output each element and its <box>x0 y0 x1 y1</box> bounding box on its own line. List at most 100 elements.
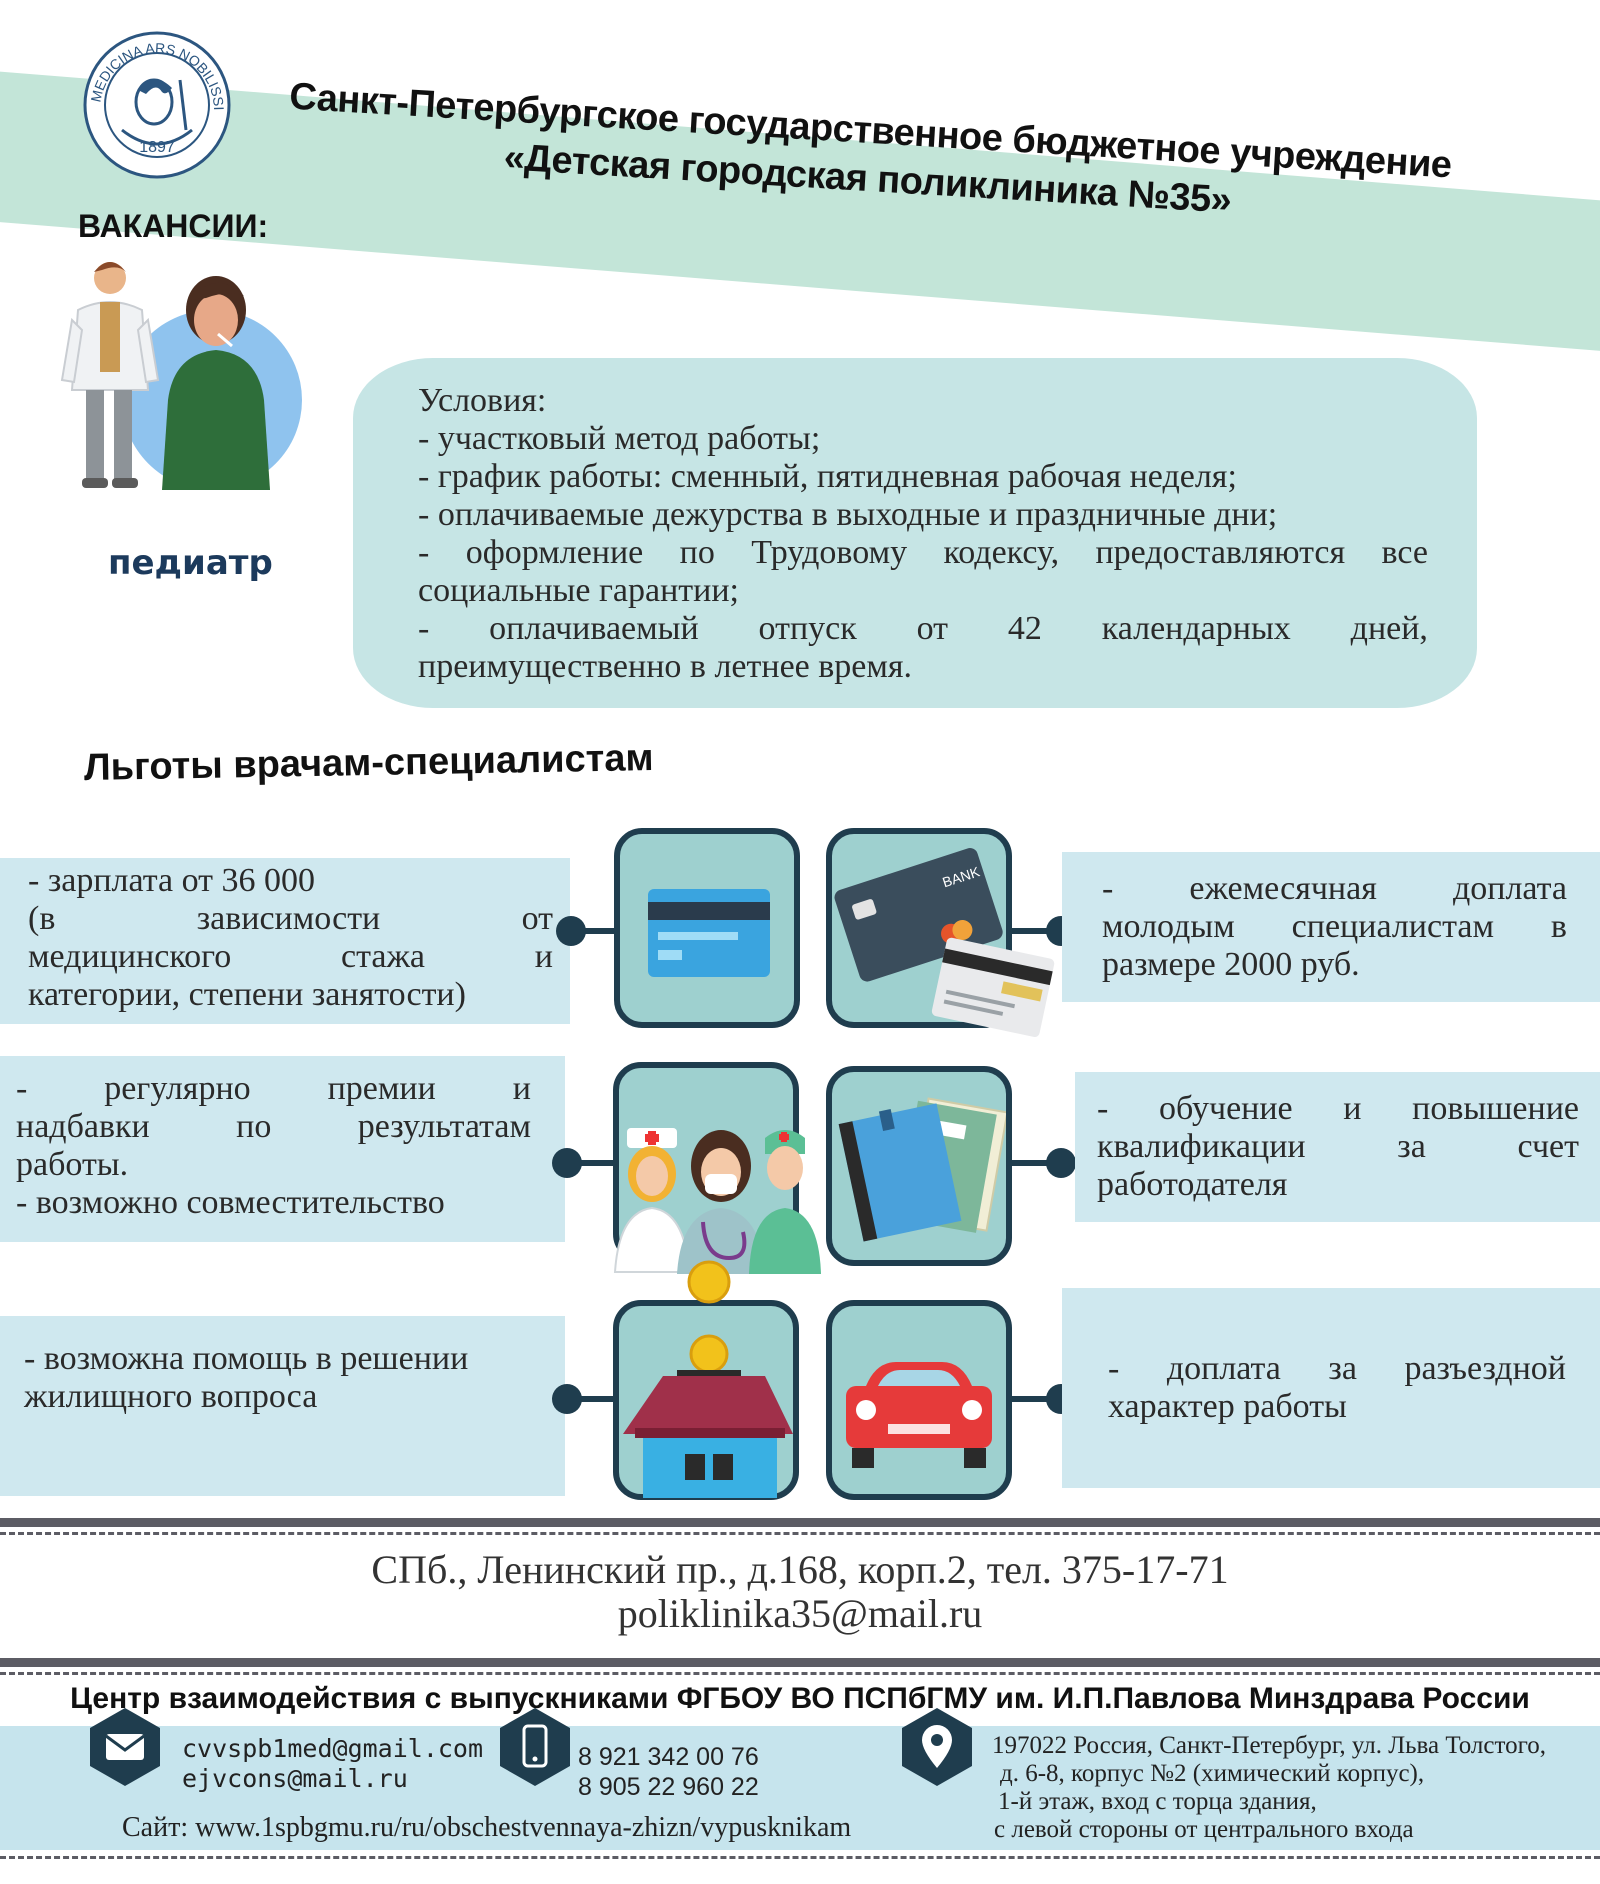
university-logo: MEDICINA ARS NOBILISSIMA 1897 <box>76 17 232 180</box>
condition-line: - оплачиваемые дежурства в выходные и пр… <box>418 496 1278 533</box>
word: премии <box>327 1070 436 1107</box>
word: и <box>1343 1090 1362 1127</box>
word: и <box>534 938 553 975</box>
benefit-line: жилищного вопроса <box>24 1378 318 1415</box>
benefit-line: - зарплата от 36 000 <box>28 862 315 899</box>
word: ежемесячная <box>1189 870 1377 907</box>
word: календарных <box>1101 610 1291 647</box>
benefit-travel: - доплата за разъездной характер работы <box>1062 1288 1600 1488</box>
benefit-line: категории, степени занятости) <box>28 976 466 1013</box>
contacts-band <box>0 1726 1600 1850</box>
word: - <box>1102 870 1114 907</box>
center-address-line: 197022 Россия, Санкт-Петербург, ул. Льва… <box>992 1732 1546 1759</box>
center-email-2[interactable]: ejvcons@mail.ru <box>182 1764 408 1793</box>
connector-dot <box>556 916 586 946</box>
word: по <box>679 534 715 571</box>
word: отпуск <box>758 610 857 647</box>
benefit-training: - обучение и повышение квалификации за счет р… <box>1075 1072 1600 1222</box>
connector-dot <box>552 1384 582 1414</box>
word: медицинского <box>28 938 232 975</box>
word: оформление <box>465 534 644 571</box>
benefit-salary: - зарплата от 36 000 (в зависимости от мед… <box>0 858 570 1024</box>
word: зависимости <box>196 900 381 937</box>
benefit-line: - возможна помощь в решении <box>24 1340 469 1377</box>
condition-line: преимущественно в летнее время. <box>418 648 913 685</box>
connector <box>1012 1396 1056 1402</box>
condition-line-justified: - оплачиваемый отпуск от 42 календарных … <box>418 610 1428 648</box>
word: Трудовому <box>751 534 908 571</box>
word: кодексу, <box>943 534 1060 571</box>
word: молодым <box>1102 908 1235 945</box>
graduates-center-title: Центр взаимодействия с выпускниками ФГБО… <box>70 1682 1530 1715</box>
vacancy-position: педиатр <box>108 543 273 583</box>
word: за <box>1328 1350 1357 1387</box>
dashed-divider <box>0 1672 1600 1675</box>
word: - <box>16 1070 28 1107</box>
center-phone-2[interactable]: 8 905 22 960 22 <box>578 1773 759 1801</box>
house-tile <box>613 1260 799 1500</box>
word: дней, <box>1350 610 1428 647</box>
phone-icon <box>498 1706 572 1788</box>
word: от <box>916 610 949 647</box>
dashed-divider <box>0 1532 1600 1535</box>
benefit-line: характер работы <box>1108 1388 1347 1425</box>
word: - <box>418 610 430 647</box>
center-website[interactable]: Сайт: www.1spbgmu.ru/ru/obschestvennaya-… <box>122 1812 852 1843</box>
credit-card-tile <box>614 828 800 1028</box>
conditions-text: Условия: - участковый метод работы; - гр… <box>418 382 1428 686</box>
word: доплата <box>1166 1350 1281 1387</box>
location-pin-icon <box>900 1706 974 1788</box>
connector-dot <box>1046 1148 1076 1178</box>
connector <box>1012 1160 1056 1166</box>
word: - <box>1108 1350 1120 1387</box>
center-address-line: 1-й этаж, вход с торца здания, <box>998 1788 1317 1815</box>
connector <box>570 928 614 934</box>
word: результатам <box>357 1108 531 1145</box>
word: (в <box>28 900 56 937</box>
center-phone-1[interactable]: 8 921 342 00 76 <box>578 1743 759 1771</box>
word: счет <box>1517 1128 1579 1165</box>
word: 42 <box>1007 610 1042 647</box>
vacancies-title: ВАКАНСИИ: <box>78 208 269 244</box>
word: - <box>1097 1090 1109 1127</box>
word: повышение <box>1412 1090 1579 1127</box>
word: специалистам <box>1291 908 1494 945</box>
word: - <box>418 534 430 571</box>
conditions-panel <box>353 358 1477 708</box>
connector-dot <box>552 1148 582 1178</box>
conditions-title: Условия: <box>418 382 547 419</box>
benefit-line: размере 2000 руб. <box>1102 946 1360 983</box>
books-tile <box>826 1066 1012 1266</box>
word: обучение <box>1158 1090 1293 1127</box>
doctors-illustration <box>56 250 316 500</box>
medical-staff-tile <box>613 1062 821 1274</box>
divider <box>0 1518 1600 1527</box>
word: регулярно <box>104 1070 251 1107</box>
divider <box>0 1658 1600 1667</box>
word: все <box>1381 534 1428 571</box>
clinic-address-line: СПб., Ленинский пр., д.168, корп.2, тел.… <box>371 1547 1229 1592</box>
word: и <box>512 1070 531 1107</box>
word: надбавки <box>16 1108 150 1145</box>
benefit-line: - возможно совместительство <box>16 1184 445 1221</box>
clinic-address: СПб., Ленинский пр., д.168, корп.2, тел.… <box>0 1548 1600 1636</box>
clinic-email[interactable]: poliklinika35@mail.ru <box>617 1591 983 1636</box>
center-email-1[interactable]: cvvspb1med@gmail.com <box>182 1734 484 1763</box>
condition-line: социальные гарантии; <box>418 572 739 609</box>
condition-line: - график работы: сменный, пятидневная ра… <box>418 458 1237 495</box>
word: квалификации <box>1097 1128 1306 1165</box>
word: стажа <box>340 938 426 975</box>
car-tile <box>826 1300 1012 1500</box>
word: предоставляются <box>1095 534 1346 571</box>
benefits-title: Льготы врачам-специалистам <box>83 737 654 789</box>
center-address-line: с левой стороны от центрального входа <box>994 1816 1414 1843</box>
connector <box>1012 928 1056 934</box>
connector <box>565 1396 613 1402</box>
word: разъездной <box>1404 1350 1566 1387</box>
word: от <box>521 900 553 937</box>
word: за <box>1397 1128 1426 1165</box>
benefit-line: работодателя <box>1097 1166 1288 1203</box>
logo-year: 1897 <box>139 139 175 156</box>
center-address-line: д. 6-8, корпус №2 (химический корпус), <box>1000 1760 1425 1787</box>
